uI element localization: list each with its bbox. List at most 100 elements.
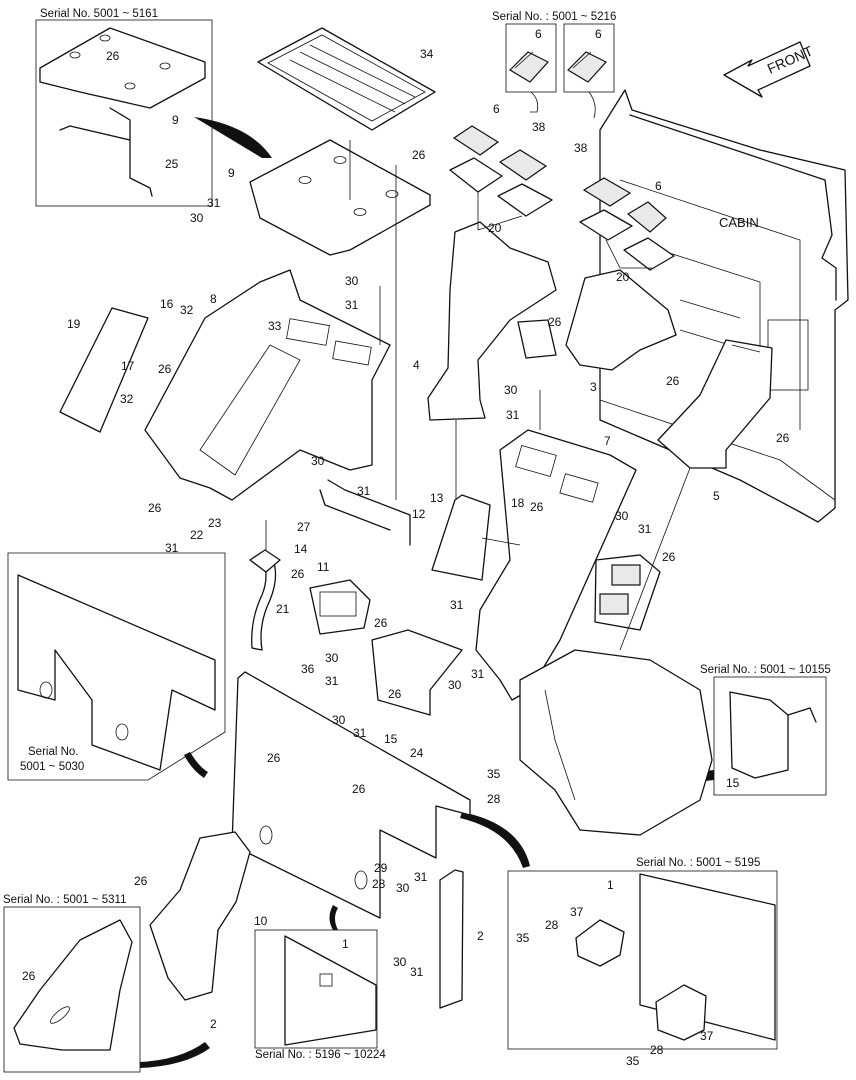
inset-caption-5030-line1: Serial No. (28, 746, 79, 758)
callout-31: 31 (450, 598, 464, 612)
callout-1: 1 (607, 878, 614, 892)
callout-31: 31 (345, 298, 359, 312)
callout-26: 26 (388, 687, 402, 701)
callout-31: 31 (638, 522, 652, 536)
callout-9: 9 (172, 113, 179, 127)
callout-26: 26 (548, 315, 562, 329)
callout-26: 26 (291, 567, 305, 581)
callout-36: 36 (301, 662, 315, 676)
callout-31: 31 (357, 484, 371, 498)
inset-box-5195 (507, 870, 778, 1050)
callout-26: 26 (148, 501, 162, 515)
inset-box-5311 (3, 906, 141, 1073)
callout-27: 27 (297, 520, 311, 534)
callout-3: 3 (590, 380, 597, 394)
callout-4: 4 (413, 358, 420, 372)
callout-31: 31 (325, 674, 339, 688)
inset-caption-5195: Serial No. : 5001 ~ 5195 (636, 857, 760, 869)
callout-38: 38 (532, 120, 546, 134)
inset-10155-content (729, 691, 817, 779)
callout-19: 19 (67, 317, 81, 331)
callout-22: 22 (190, 528, 204, 542)
callout-31: 31 (506, 408, 520, 422)
callout-6: 6 (493, 102, 500, 116)
callout-31: 31 (165, 541, 179, 555)
callout-14: 14 (294, 542, 308, 556)
part-9-cover (249, 139, 431, 256)
callout-18: 18 (511, 496, 525, 510)
callout-37: 37 (570, 905, 584, 919)
callout-30: 30 (448, 678, 462, 692)
callout-2: 2 (477, 929, 484, 943)
callout-6: 6 (655, 179, 662, 193)
callout-31: 31 (410, 965, 424, 979)
callout-31: 31 (353, 726, 367, 740)
callout-38: 38 (574, 141, 588, 155)
part-2-duct (149, 831, 251, 1001)
callout-30: 30 (325, 651, 339, 665)
inset-caption-10155: Serial No. : 5001 ~ 10155 (700, 664, 831, 676)
callout-25: 25 (165, 157, 179, 171)
leader-lines (265, 140, 691, 651)
callout-30: 30 (345, 274, 359, 288)
callout-6: 6 (595, 27, 602, 41)
inset-5195-content (575, 873, 776, 1041)
inset-caption-5311: Serial No. : 5001 ~ 5311 (3, 894, 127, 906)
callout-28: 28 (372, 877, 386, 891)
part-4-duct (427, 221, 557, 421)
callout-33: 33 (268, 319, 282, 333)
callout-2: 2 (210, 1017, 217, 1031)
callout-30: 30 (504, 383, 518, 397)
callout-7: 7 (604, 434, 611, 448)
cabin-label: CABIN (719, 215, 759, 230)
part-10-bracket (439, 869, 464, 1009)
callout-35: 35 (516, 931, 530, 945)
callout-1: 1 (342, 937, 349, 951)
callout-11: 11 (317, 560, 330, 574)
callout-26: 26 (530, 500, 544, 514)
callout-26: 26 (22, 969, 36, 983)
callout-5: 5 (713, 489, 720, 503)
part-14-switch-panel (594, 554, 661, 631)
callout-26: 26 (776, 431, 790, 445)
callout-26: 26 (158, 362, 172, 376)
callout-21: 21 (276, 602, 290, 616)
callout-26: 26 (374, 616, 388, 630)
callout-20: 20 (488, 221, 502, 235)
callout-8: 8 (210, 292, 217, 306)
inset-caption-5030-line2: 5001 ~ 5030 (20, 761, 84, 773)
callout-17: 17 (121, 359, 135, 373)
callout-35: 35 (626, 1054, 640, 1068)
callout-12: 12 (412, 507, 426, 521)
inset-caption-10224: Serial No. : 5196 ~ 10224 (255, 1049, 386, 1061)
callout-26: 26 (662, 550, 676, 564)
callout-30: 30 (311, 454, 325, 468)
callout-16: 16 (160, 297, 174, 311)
callout-31: 31 (471, 667, 485, 681)
callout-35: 35 (487, 767, 501, 781)
callout-31: 31 (414, 870, 428, 884)
inset-5161-content (39, 27, 206, 197)
callout-20: 20 (616, 270, 630, 284)
callout-30: 30 (393, 955, 407, 969)
part-24-plate (231, 671, 471, 919)
callout-28: 28 (487, 792, 501, 806)
callout-15: 15 (384, 732, 398, 746)
callout-26: 26 (352, 782, 366, 796)
inset-10224-content (284, 935, 377, 1046)
part-8-console (144, 269, 391, 501)
callout-29: 29 (374, 861, 388, 875)
callout-30: 30 (396, 881, 410, 895)
callout-26: 26 (412, 148, 426, 162)
part-13-panel (431, 494, 491, 581)
callout-28: 28 (545, 918, 559, 932)
callout-32: 32 (120, 392, 134, 406)
callout-32: 32 (180, 303, 194, 317)
callout-26: 26 (666, 374, 680, 388)
vent-grilles (449, 125, 675, 271)
callout-26: 26 (106, 49, 120, 63)
part-19-panel (59, 307, 149, 433)
inset-5030-content (17, 574, 216, 771)
inset-box-10224 (254, 929, 378, 1049)
